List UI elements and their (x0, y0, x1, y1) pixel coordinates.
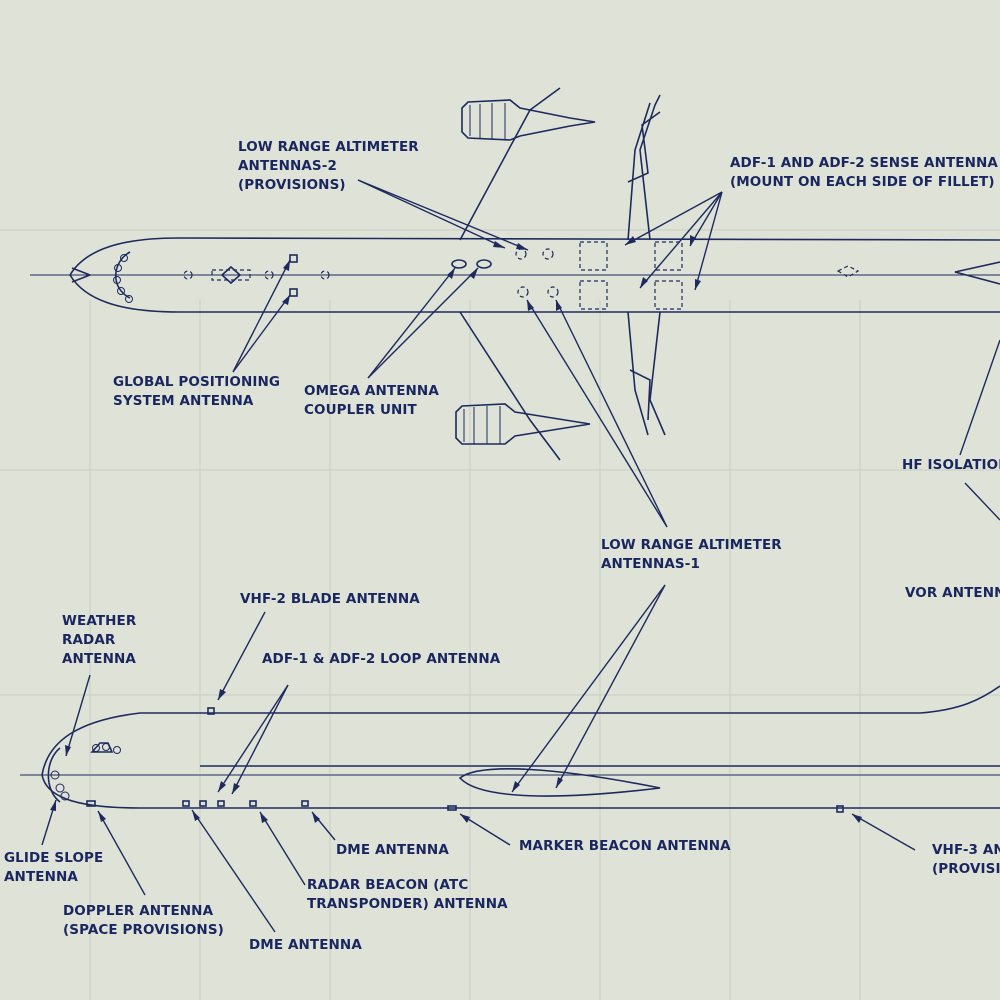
plan-upper-engine (461, 99, 596, 141)
label-vhf2-blade-antenna: VHF-2 BLADE ANTENNA (240, 591, 420, 607)
label-marker-beacon-antenna: MARKER BEACON ANTENNA (519, 838, 731, 854)
label-adf-sense-antenna: ADF-1 AND ADF-2 SENSE ANTENNA (MOUNT ON … (730, 155, 998, 190)
side-view (20, 685, 1000, 813)
label-adf-loop-antenna: ADF-1 & ADF-2 LOOP ANTENNA (262, 651, 501, 667)
label-dme-antenna-lower: DME ANTENNA (249, 937, 362, 953)
plan-lower-wing (459, 311, 561, 461)
label-glide-slope-antenna: GLIDE SLOPE ANTENNA (4, 850, 104, 885)
label-hf-isolation: HF ISOLATION (902, 457, 1000, 473)
label-low-range-altimeter-2: LOW RANGE ALTIMETER ANTENNAS-2 (PROVISIO… (238, 139, 419, 193)
label-omega-antenna: OMEGA ANTENNA COUPLER UNIT (304, 383, 439, 418)
plan-lower-engine (455, 403, 591, 445)
plan-fuselage (69, 237, 1000, 313)
plan-upper-wing (459, 87, 561, 241)
side-fuselage (41, 685, 1000, 809)
label-radar-beacon-antenna: RADAR BEACON (ATC TRANSPONDER) ANTENNA (307, 877, 508, 912)
label-low-range-altimeter-1: LOW RANGE ALTIMETER ANTENNAS-1 (601, 537, 782, 572)
label-weather-radar-antenna: WEATHER RADAR ANTENNA (62, 613, 137, 667)
plan-view (30, 87, 1000, 461)
label-gps-antenna: GLOBAL POSITIONING SYSTEM ANTENNA (113, 374, 281, 409)
side-nose-radome (47, 747, 61, 803)
label-vhf3-antenna: VHF-3 AN (PROVISIO (932, 842, 1000, 877)
leader-lines (41, 179, 1000, 933)
label-doppler-antenna: DOPPLER ANTENNA (SPACE PROVISIONS) (63, 903, 224, 938)
label-vor-antenna: VOR ANTENN (905, 585, 1000, 601)
background-grid (0, 229, 1000, 1000)
side-wing-root (458, 768, 661, 797)
label-dme-antenna-upper: DME ANTENNA (336, 842, 449, 858)
